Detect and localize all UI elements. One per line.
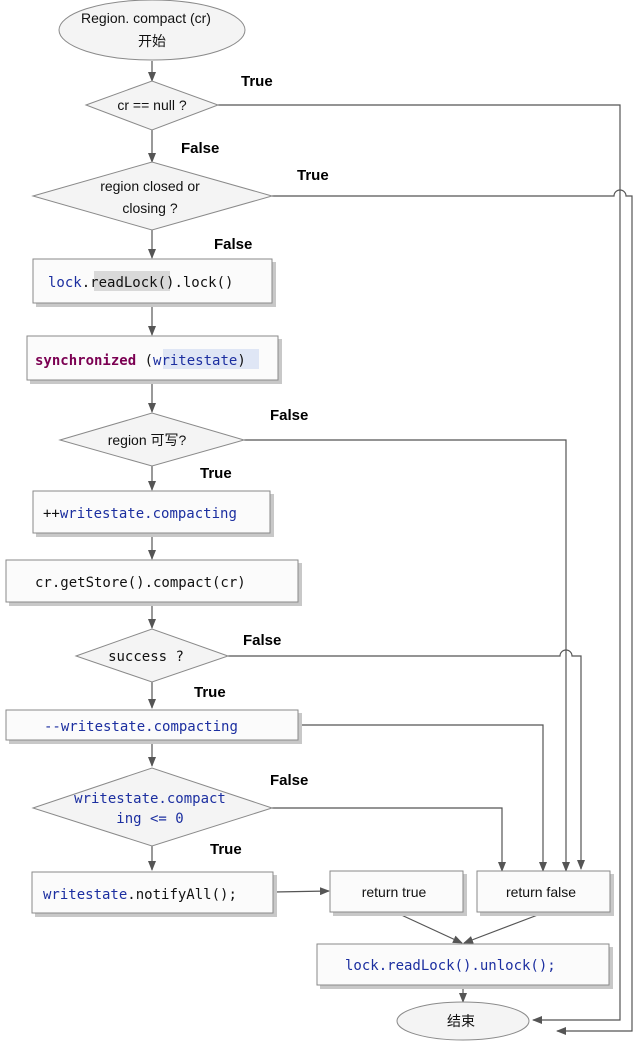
svg-text:--writestate.compacting: --writestate.compacting [44, 719, 238, 735]
process-synchronized: synchronized (writestate) [26, 335, 282, 384]
process-inc-compacting: ++writestate.compacting [32, 490, 274, 537]
start-node: Region. compact (cr) 开始 [58, 0, 246, 61]
process-notify-all: writestate.notifyAll(); [31, 871, 277, 917]
edge-dec-to-return-false [299, 724, 547, 872]
edge-labels: True False True False False True False T… [181, 73, 329, 858]
decision-compacting-le-zero: writestate.compact ing <= 0 [31, 767, 274, 847]
edge-label-true: True [194, 684, 226, 701]
edge-cr-null-true [218, 104, 621, 1024]
process-unlock: lock.readLock().unlock(); [316, 943, 613, 989]
decision-cr-null-label: cr == null ? [117, 97, 186, 113]
process-lock-read: lock.readLock().lock() [32, 258, 276, 307]
decision-region-closed-line1: region closed or [100, 178, 200, 194]
decision-cr-null: cr == null ? [84, 80, 220, 131]
edge-label-true: True [210, 841, 242, 858]
process-return-false: return false [476, 870, 614, 916]
edge-label-false: False [243, 632, 281, 649]
edge-closed-true [272, 189, 633, 1035]
edge-label-false: False [181, 140, 219, 157]
return-false-label: return false [506, 884, 576, 900]
process-return-true: return true [329, 870, 467, 916]
decision-compacting-line1: writestate.compact [74, 791, 226, 807]
edge-writable-false [244, 439, 570, 872]
decision-region-closed-line2: closing ? [122, 200, 177, 216]
start-label-line1: Region. compact (cr) [81, 10, 211, 26]
readlock-token: readLock [90, 275, 158, 291]
end-node: 结束 [396, 1001, 530, 1041]
lock-token: lock [48, 275, 82, 291]
svg-text:synchronized (writestate): synchronized (writestate) [35, 353, 246, 369]
decision-region-closed: region closed or closing ? [31, 161, 274, 231]
edges [148, 61, 633, 1035]
process-store-compact: cr.getStore().compact(cr) [5, 559, 302, 606]
return-true-label: return true [362, 884, 427, 900]
svg-text:cr.getStore().compact(cr): cr.getStore().compact(cr) [35, 575, 246, 591]
decision-compacting-line2: ing <= 0 [116, 811, 183, 827]
synchronized-keyword: synchronized [35, 353, 136, 369]
edge-label-false: False [270, 772, 308, 789]
edge-label-false: False [214, 236, 252, 253]
edge-return-false-to-unlock [463, 912, 544, 944]
decision-success-label: success ? [108, 649, 184, 665]
edge-success-false [228, 649, 585, 870]
edge-le-false [272, 807, 506, 872]
edge-label-true: True [241, 73, 273, 90]
process-dec-compacting: --writestate.compacting [5, 709, 302, 744]
svg-text:++writestate.compacting: ++writestate.compacting [43, 506, 237, 522]
writestate-token: writestate [153, 353, 237, 369]
decision-region-writable-label: region 可写? [108, 432, 187, 448]
end-label: 结束 [447, 1013, 475, 1029]
svg-text:lock.readLock().lock(): lock.readLock().lock() [48, 275, 233, 291]
svg-text:lock.readLock().unlock();: lock.readLock().unlock(); [345, 958, 556, 974]
decision-region-writable: region 可写? [58, 412, 246, 467]
decision-success: success ? [74, 628, 230, 683]
edge-notify-to-return-true [273, 887, 330, 896]
edge-label-true: True [200, 465, 232, 482]
edge-label-false: False [270, 407, 308, 424]
svg-text:writestate.notifyAll();: writestate.notifyAll(); [43, 887, 237, 903]
edge-label-true: True [297, 167, 329, 184]
edge-return-true-to-unlock [396, 912, 463, 944]
start-label-line2: 开始 [138, 33, 166, 49]
